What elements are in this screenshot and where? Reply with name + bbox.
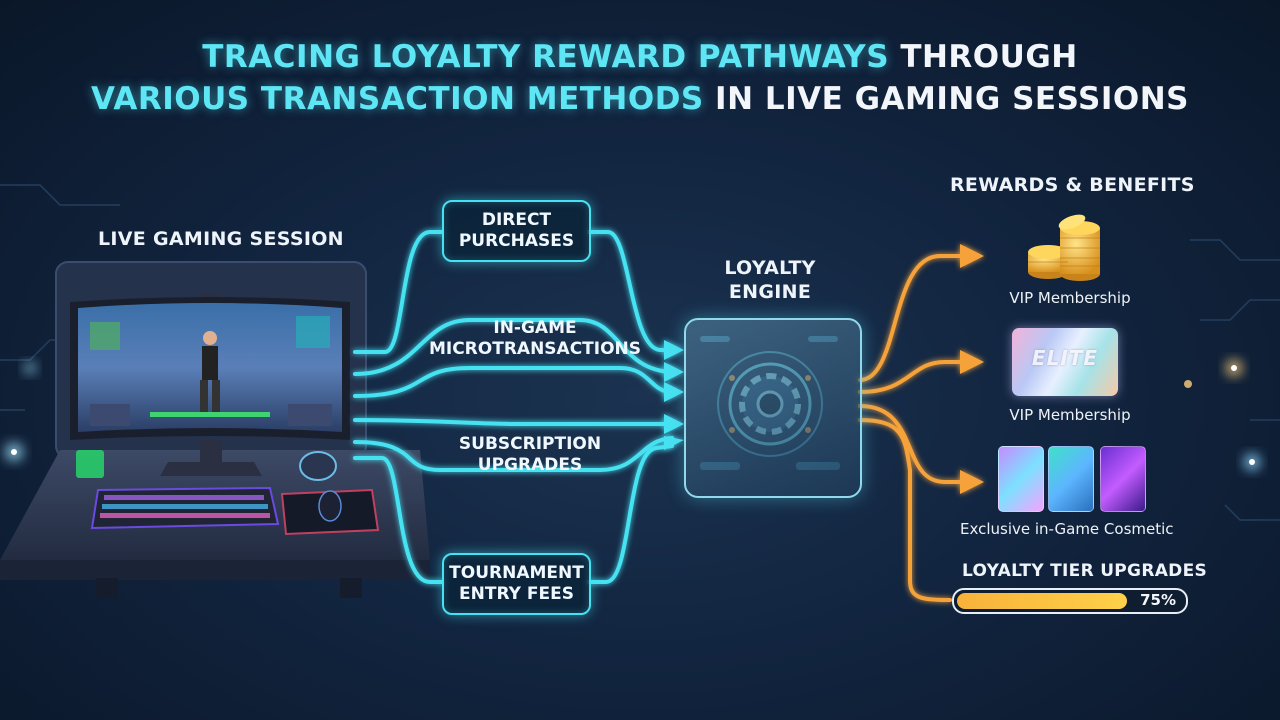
- loyalty-engine-panel: [684, 318, 862, 498]
- rewards-heading: REWARDS & BENEFITS: [950, 174, 1195, 196]
- cosmetic-card-icon: [1048, 446, 1094, 512]
- monitor-icon: [70, 294, 350, 476]
- arrow-icon: [960, 350, 984, 374]
- arrow-icon: [664, 436, 684, 450]
- engine-label-line1: LOYALTY: [724, 257, 816, 279]
- method-micro-line1: IN-GAME: [493, 318, 577, 338]
- title-line2-highlight: VARIOUS TRANSACTION METHODS: [91, 81, 704, 117]
- arrow-icon: [960, 470, 984, 494]
- engine-label: LOYALTY ENGINE: [700, 256, 840, 304]
- card-label: VIP Membership: [1009, 406, 1131, 424]
- method-tournament-line2: ENTRY FEES: [459, 584, 574, 604]
- title-line2-rest: IN LIVE GAMING SESSIONS: [715, 81, 1189, 117]
- title-line1-highlight: TRACING LOYALTY REWARD PATHWAYS: [202, 39, 890, 75]
- elite-card-text: ELITE: [1031, 346, 1099, 370]
- reward-flow-lines: [858, 254, 964, 602]
- flow-arrowheads: [664, 340, 684, 450]
- method-microtransactions: IN-GAME MICROTRANSACTIONS: [420, 318, 650, 360]
- mouse-icon: [318, 490, 342, 522]
- title-line1-rest: THROUGH: [900, 39, 1078, 75]
- keyboard-icon: [90, 486, 280, 530]
- engine-label-line2: ENGINE: [728, 281, 812, 303]
- elite-card-icon: ELITE: [1012, 328, 1118, 396]
- cosmetic-label: Exclusive in-Game Cosmetic: [960, 520, 1174, 538]
- method-tournament-line1: TOURNAMENT: [449, 563, 584, 583]
- tier-label: LOYALTY TIER UPGRADES: [962, 561, 1208, 581]
- method-direct-line1: DIRECT: [481, 210, 552, 230]
- page-title: TRACING LOYALTY REWARD PATHWAYS THROUGH …: [0, 36, 1280, 120]
- arrow-icon: [664, 362, 684, 382]
- cosmetic-card-icon: [998, 446, 1044, 512]
- method-micro-line2: MICROTRANSACTIONS: [428, 339, 642, 359]
- method-direct-line2: PURCHASES: [458, 231, 575, 251]
- method-subscription-upgrades: SUBSCRIPTION UPGRADES: [430, 434, 630, 476]
- tier-progress-fill: [957, 593, 1127, 609]
- arrow-icon: [664, 414, 684, 434]
- gaming-setup-illustration: [0, 261, 430, 598]
- glow-dots: [5, 360, 1260, 470]
- method-subscription-line2: UPGRADES: [477, 455, 583, 475]
- arrow-icon: [664, 340, 684, 360]
- coin-stack-icon: [1028, 214, 1100, 281]
- arrow-icon: [960, 244, 984, 268]
- method-subscription-line1: SUBSCRIPTION: [458, 434, 602, 454]
- circuit-lines: [0, 184, 1280, 521]
- tier-progress-bar: 75%: [952, 588, 1188, 614]
- cosmetic-card-icon: [1100, 446, 1146, 512]
- session-label: LIVE GAMING SESSION: [98, 228, 344, 250]
- reward-arrowheads: [960, 244, 984, 494]
- coins-label: VIP Membership: [1009, 289, 1131, 307]
- arrow-icon: [664, 382, 684, 402]
- transaction-flow-lines: [353, 230, 674, 584]
- tier-progress-text: 75%: [1140, 591, 1176, 609]
